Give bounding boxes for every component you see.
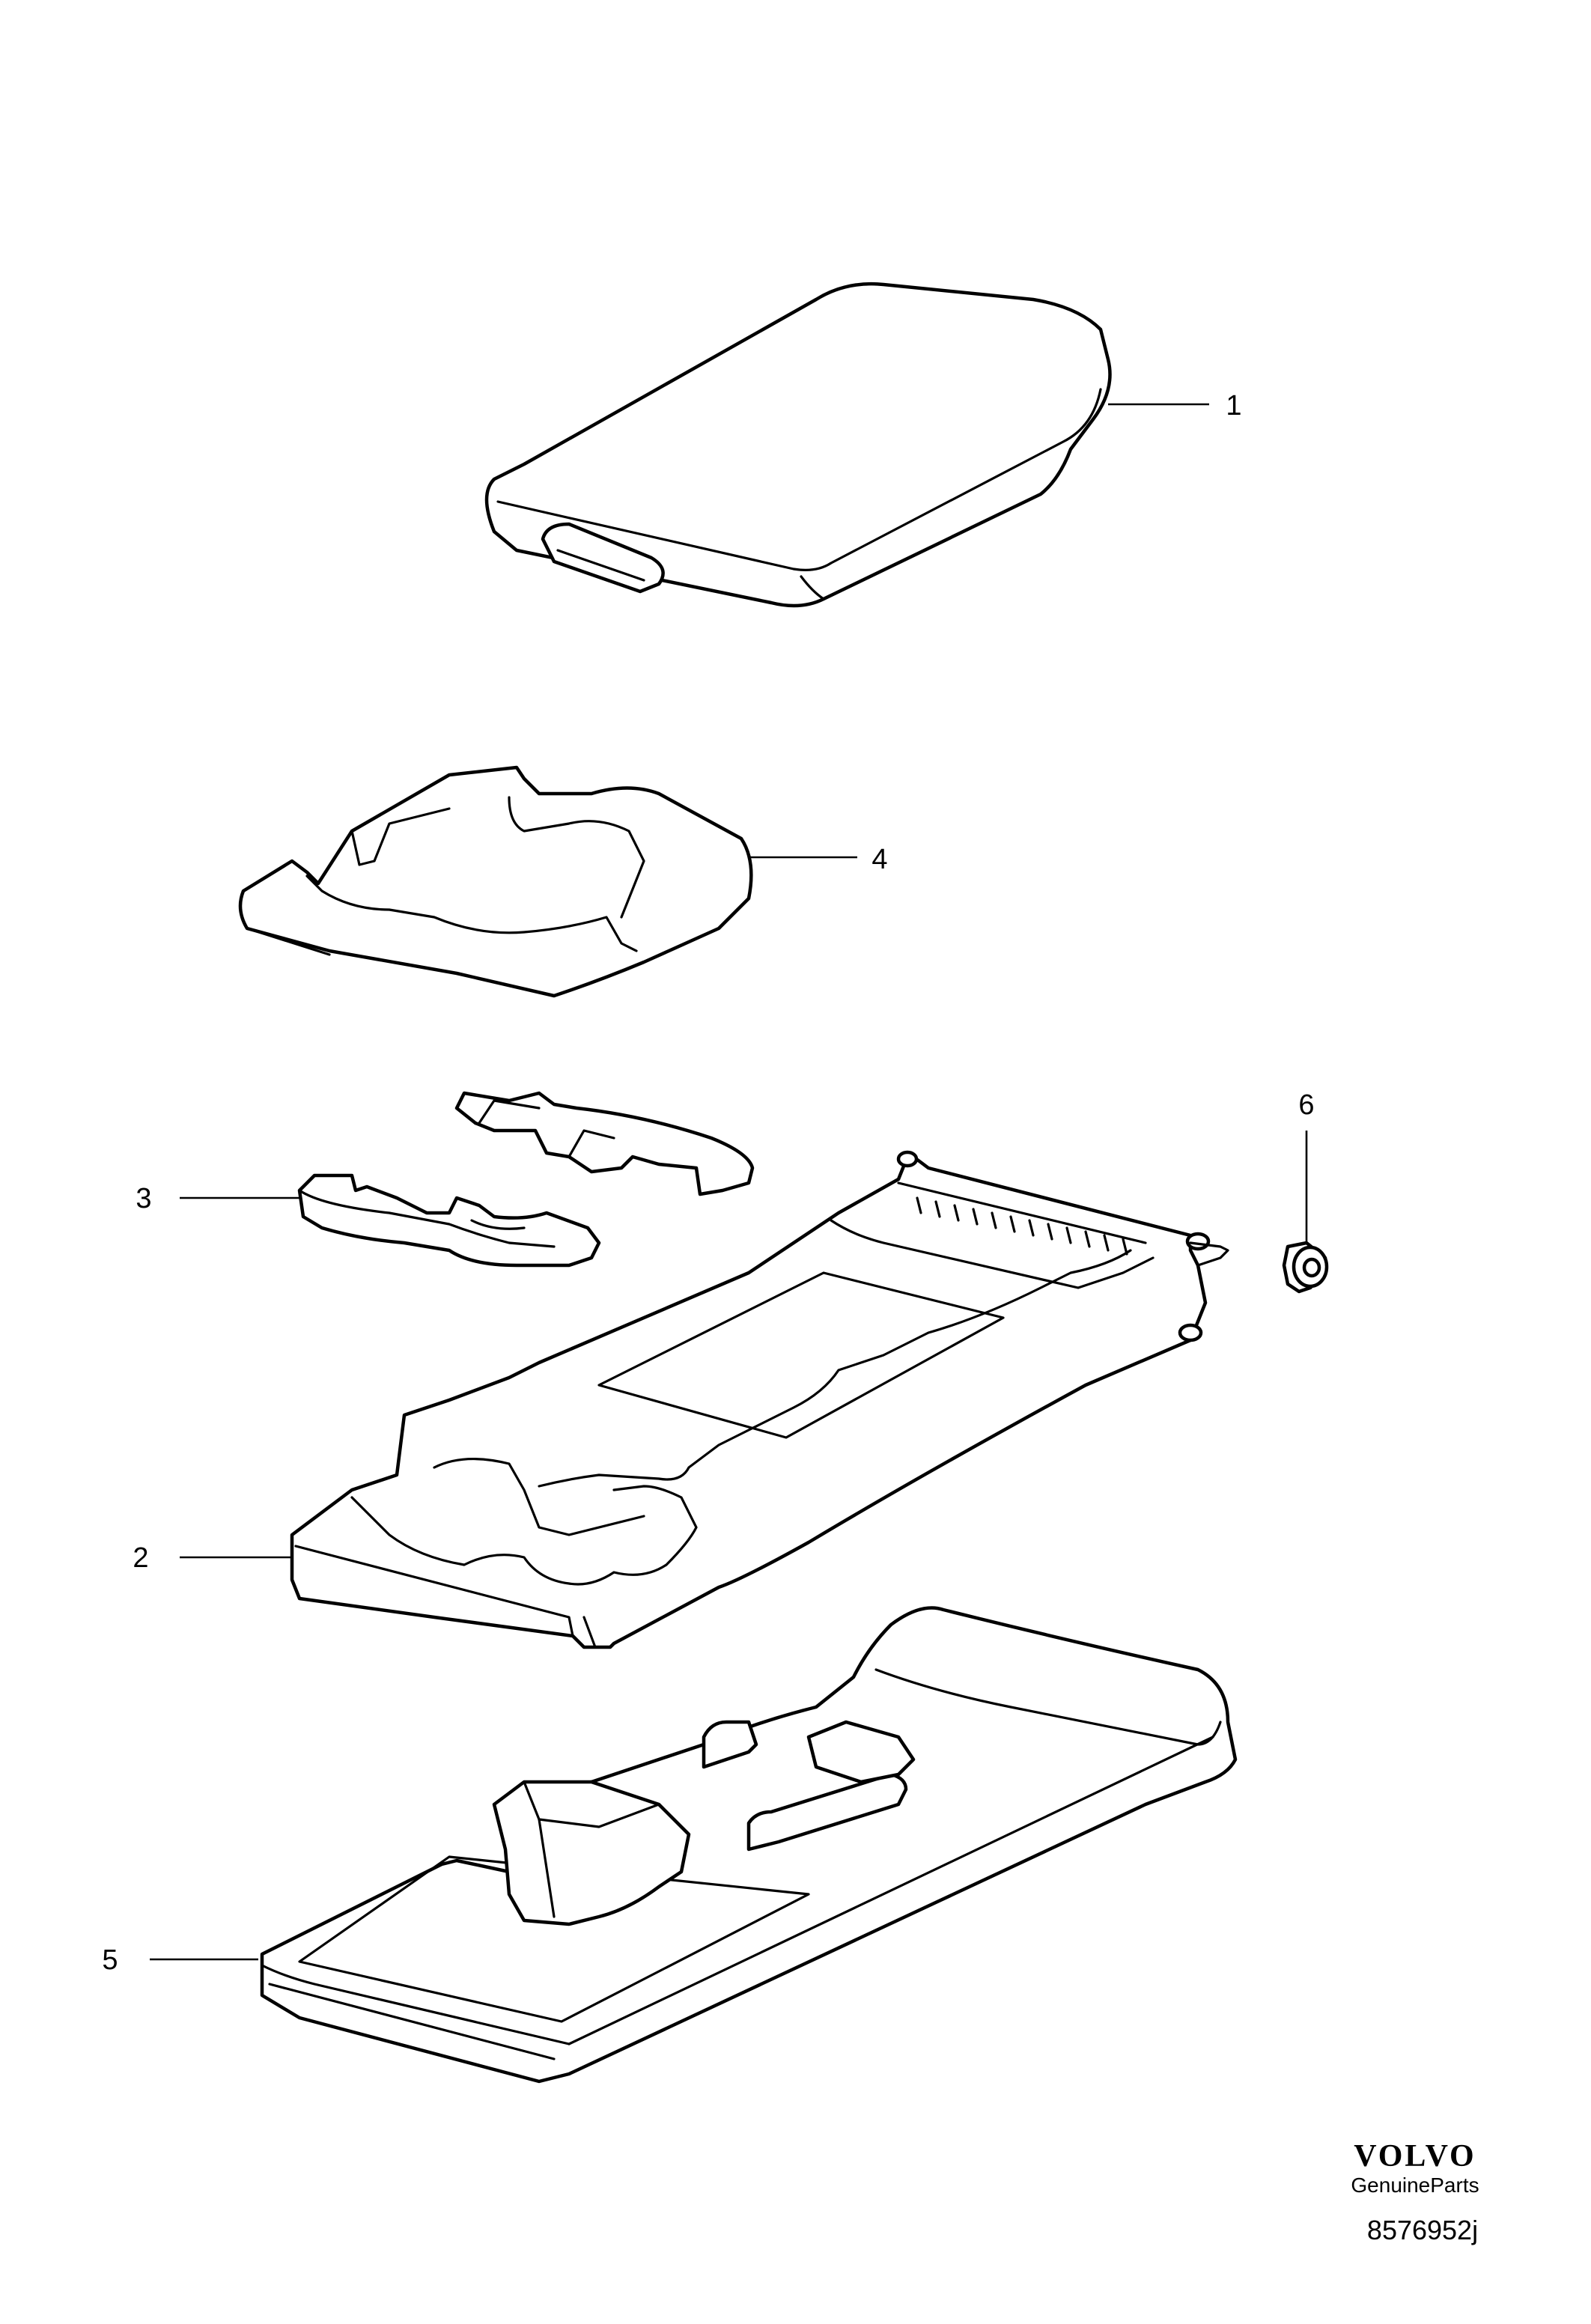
part-2-armrest-base[interactable] bbox=[290, 1150, 1229, 1649]
brand-subtitle: GenuineParts bbox=[1351, 2174, 1479, 2197]
callout-5: 5 bbox=[102, 1944, 118, 1976]
part-6-bushing[interactable] bbox=[1282, 1241, 1329, 1294]
reference-code: 8576952j bbox=[1366, 2215, 1479, 2245]
callout-1: 1 bbox=[1226, 390, 1241, 422]
callout-6: 6 bbox=[1298, 1089, 1314, 1121]
callout-3: 3 bbox=[136, 1183, 151, 1214]
base-ribs bbox=[916, 1196, 1128, 1256]
part-3-cup-clips[interactable] bbox=[297, 1091, 755, 1268]
part-4-cupholder-insert[interactable] bbox=[238, 765, 753, 998]
volvo-logo: VOLVO bbox=[1354, 2139, 1476, 2174]
tray-blocks bbox=[492, 1720, 916, 1926]
part-1-armrest-lid[interactable] bbox=[484, 282, 1112, 608]
part-5-bottom-tray[interactable] bbox=[260, 1606, 1238, 2084]
callout-4: 4 bbox=[871, 844, 887, 875]
callout-2: 2 bbox=[133, 1542, 148, 1574]
volvo-brand-block: VOLVO GenuineParts bbox=[1318, 2140, 1512, 2198]
